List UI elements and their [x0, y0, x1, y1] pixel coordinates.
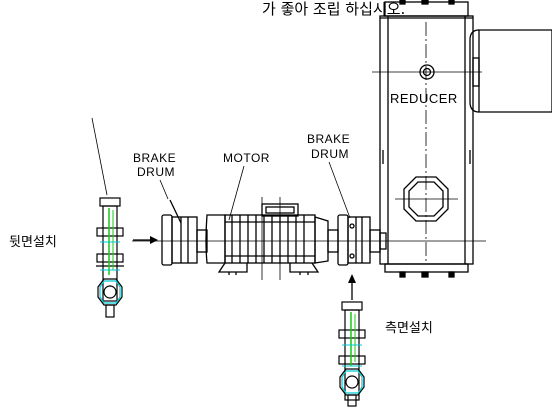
- brake-drum-right: [337, 214, 381, 266]
- top-caption: 가 좋아 조립 하십시오.: [262, 0, 405, 18]
- side-mount-label: 측면설치: [385, 321, 433, 336]
- rear-cyan-nut: [99, 280, 121, 304]
- brake-drum-left: [161, 199, 208, 266]
- side-brake-unit: [338, 301, 366, 407]
- brake-drum-right-label-2: DRUM: [311, 147, 349, 161]
- coupling: [379, 232, 387, 250]
- brake-drum-right-label-1: BRAKE: [307, 132, 350, 146]
- side-arrow: [348, 274, 356, 300]
- reducer: [372, 0, 482, 278]
- reducer-side-motor: [469, 29, 552, 113]
- rear-mount-label: 뒷면설치: [9, 235, 57, 250]
- rear-arrow: [133, 236, 158, 244]
- motor-label: MOTOR: [223, 151, 270, 165]
- side-cyan-nut: [341, 370, 363, 394]
- rear-brake-unit: [96, 197, 124, 318]
- brake-drum-left-label-1: BRAKE: [133, 151, 176, 165]
- rear-brake-leader: [91, 117, 108, 196]
- brake-drum-left-label-2: DRUM: [137, 165, 175, 179]
- motor: [205, 197, 339, 280]
- reducer-label: REDUCER: [390, 91, 458, 106]
